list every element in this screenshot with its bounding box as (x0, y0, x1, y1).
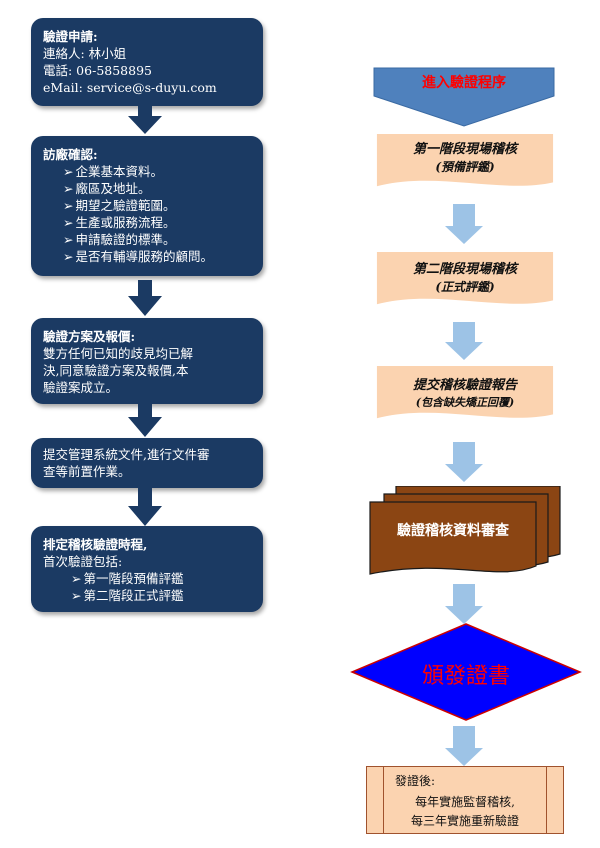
connector-arrow-5 (445, 726, 483, 766)
after-issue-box: 發證後: 每年實施監督稽核, 每三年實施重新驗證 (366, 766, 564, 834)
report-shape (376, 366, 554, 419)
stage1-shape (376, 134, 554, 187)
visit-item: 期望之驗證範圍。 (43, 197, 251, 214)
after-box-right-rule (546, 767, 547, 833)
connector-arrow-1 (445, 204, 483, 244)
email-line: eMail: service@s-duyu.com (43, 80, 217, 95)
schedule-item: 第一階段預備評鑑 (43, 570, 251, 587)
review-documents-shape (369, 486, 561, 575)
stage2-sub: (正式評鑑) (435, 280, 495, 294)
proposal-title: 驗證方案及報價: (43, 329, 136, 344)
after-line: 每年實施監督稽核, (415, 795, 515, 809)
schedule-box: 排定稽核驗證時程, 首次驗證包括: 第一階段預備評鑑 第二階段正式評鑑 (31, 526, 263, 612)
schedule-item: 第二階段正式評鑑 (43, 587, 251, 604)
down-arrow-2 (128, 280, 162, 316)
stage1-sub: (預備評鑑) (435, 160, 495, 174)
schedule-title: 排定稽核驗證時程, (43, 537, 148, 552)
stage2-shape (376, 252, 554, 305)
visit-item: 企業基本資料。 (43, 163, 251, 180)
after-line: 每三年實施重新驗證 (410, 814, 519, 828)
after-title: 發證後: (395, 774, 436, 788)
start-arrow-shape (373, 67, 555, 127)
stage2-title: 第二階段現場稽核 (412, 262, 517, 277)
visit-item: 廠區及地址。 (43, 180, 251, 197)
proposal-line: 決,同意驗證方案及報價,本 (43, 363, 189, 378)
connector-arrow-4 (445, 584, 483, 624)
stage2-text: 第二階段現場稽核 (正式評鑑) (374, 252, 556, 312)
after-box-left-rule (383, 767, 384, 833)
visit-item: 申請驗證的標準。 (43, 231, 251, 248)
review-label: 驗證稽核資料審查 (397, 523, 509, 539)
contact-line: 連絡人: 林小姐 (43, 46, 127, 61)
down-arrow-4 (128, 488, 162, 526)
phone-line: 電話: 06-5858895 (43, 63, 152, 78)
report-title: 提交稽核驗證報告 (412, 378, 517, 393)
report-text: 提交稽核驗證報告 (包含缺失矯正回覆) (374, 366, 556, 426)
issue-diamond-shape (350, 623, 582, 721)
connector-arrow-3 (445, 442, 483, 482)
documents-line: 提交管理系統文件,進行文件審 (43, 447, 210, 462)
schedule-subtitle: 首次驗證包括: (43, 554, 123, 569)
proposal-line: 驗證案成立。 (43, 380, 119, 395)
stage1-text: 第一階段現場稽核 (預備評鑑) (374, 134, 556, 194)
visit-title: 訪廠確認: (43, 147, 98, 162)
connector-arrow-2 (445, 322, 483, 360)
stage1-title: 第一階段現場稽核 (412, 142, 517, 157)
apply-box: 驗證申請: 連絡人: 林小姐 電話: 06-5858895 eMail: ser… (31, 18, 263, 106)
report-sub: (包含缺失矯正回覆) (415, 396, 515, 409)
visit-box: 訪廠確認: 企業基本資料。 廠區及地址。 期望之驗證範圍。 生產或服務流程。 申… (31, 136, 263, 276)
visit-item: 生產或服務流程。 (43, 214, 251, 231)
visit-item: 是否有輔導服務的顧問。 (43, 248, 251, 265)
issue-label: 頒發證書 (421, 664, 510, 689)
start-label: 進入驗證程序 (422, 75, 506, 91)
documents-line: 查等前置作業。 (43, 464, 131, 479)
documents-box: 提交管理系統文件,進行文件審 查等前置作業。 (31, 438, 263, 488)
proposal-box: 驗證方案及報價: 雙方任何已知的歧見均已解 決,同意驗證方案及報價,本 驗證案成… (31, 318, 263, 404)
apply-title: 驗證申請: (43, 29, 98, 44)
down-arrow-3 (128, 403, 162, 437)
down-arrow-1 (128, 104, 162, 134)
proposal-line: 雙方任何已知的歧見均已解 (43, 346, 194, 361)
